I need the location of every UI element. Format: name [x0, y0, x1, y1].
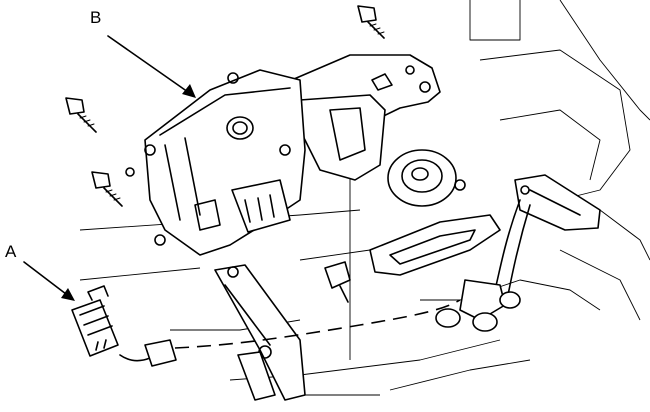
- callout-label-b: B: [90, 8, 102, 27]
- callout-a-leader: [23, 261, 75, 301]
- arrowhead-b-icon: [182, 84, 196, 98]
- right-lever: [494, 174, 601, 296]
- screw-top-right: [357, 5, 385, 39]
- cam-arm: [369, 214, 501, 276]
- lower-linkage: [435, 279, 521, 332]
- wiring-harness: [119, 299, 461, 367]
- callout-b-leader: [107, 35, 196, 98]
- actuator-body: [125, 69, 306, 256]
- connector-a: [71, 285, 119, 357]
- screw-center: [324, 261, 351, 303]
- arrowhead-a-icon: [61, 288, 75, 301]
- housing-background: [79, 0, 650, 396]
- screw-left-upper: [65, 97, 97, 133]
- callout-label-a: A: [5, 242, 17, 261]
- damper-link: [299, 94, 386, 181]
- lower-bracket: [214, 264, 306, 401]
- gear-wheel: [387, 149, 466, 207]
- screw-left-lower: [91, 171, 123, 207]
